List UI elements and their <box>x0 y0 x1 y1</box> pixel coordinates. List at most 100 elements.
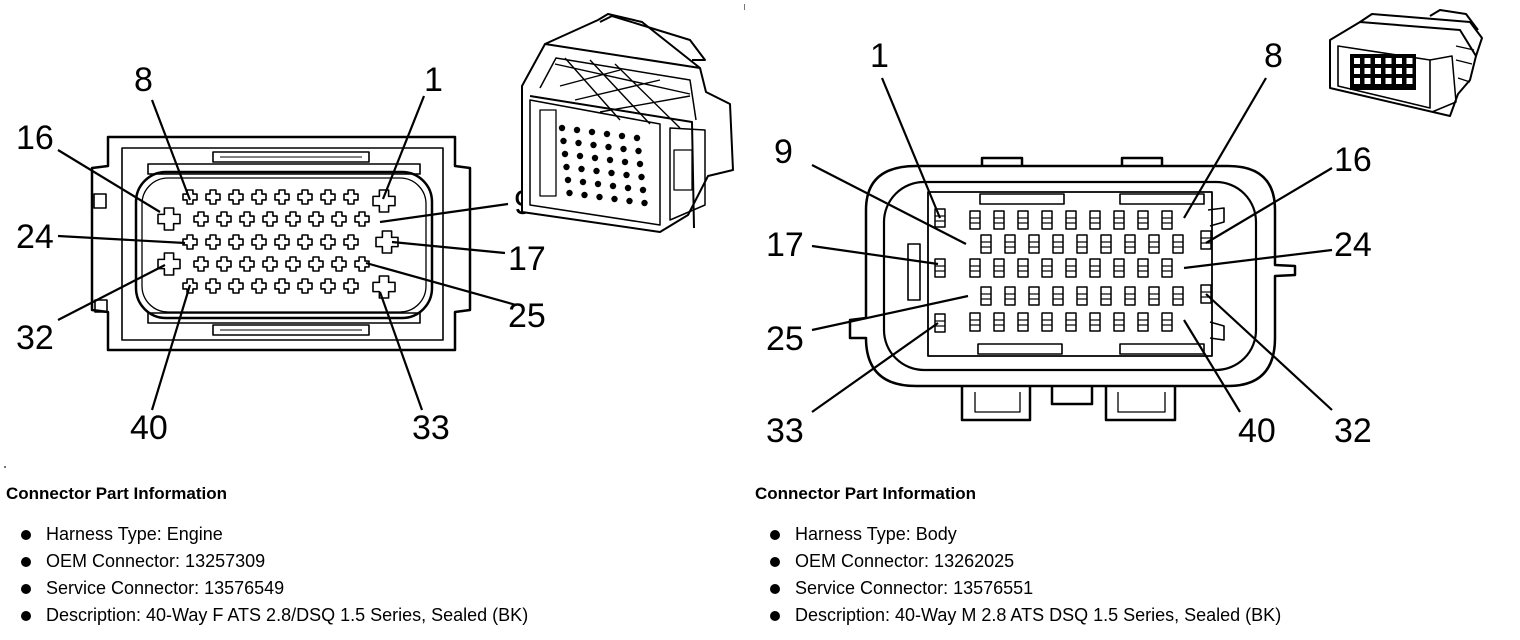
pin-label-25: 25 <box>766 320 804 358</box>
terminal-dot <box>573 126 581 134</box>
terminal-pin <box>1017 210 1029 230</box>
terminal-cavity-large <box>375 230 399 254</box>
pin-label-9: 9 <box>774 133 793 171</box>
terminal-cavity <box>297 189 313 205</box>
terminal-cavity <box>297 234 313 250</box>
terminal-dot <box>618 132 626 140</box>
terminal-dot <box>1364 68 1371 74</box>
terminal-dot <box>1406 58 1413 64</box>
terminal-dot <box>605 143 612 151</box>
terminal-cavity-large <box>157 252 181 276</box>
terminal-dot <box>1375 78 1381 84</box>
terminal-dot <box>635 147 642 155</box>
terminal-cavity <box>228 234 244 250</box>
terminal-pin <box>993 210 1005 230</box>
terminal-cavity-large <box>372 189 396 213</box>
terminal-pin <box>1172 286 1184 306</box>
info-title: Connector Part Information <box>6 484 228 503</box>
terminal-dot <box>638 173 645 181</box>
terminal-dot <box>639 186 647 194</box>
terminal-cavity <box>239 211 255 227</box>
terminal-pin-edge <box>934 258 946 278</box>
terminal-pin <box>1017 312 1029 332</box>
terminal-dot <box>560 137 567 145</box>
info-harness-type: Harness Type: Engine <box>6 521 706 548</box>
female-pin-labels: 8 1 16 9 24 17 32 25 40 33 <box>16 61 546 447</box>
terminal-cavity <box>193 211 209 227</box>
terminal-dot <box>620 145 627 153</box>
terminal-pin <box>1076 234 1088 254</box>
terminal-dot <box>633 134 641 142</box>
terminal-pin <box>1172 234 1184 254</box>
pin-label-33: 33 <box>412 409 450 447</box>
terminal-dot <box>581 191 588 199</box>
pin-label-32: 32 <box>1334 412 1372 450</box>
female-connector-isometric <box>521 13 734 233</box>
terminal-cavity <box>205 278 221 294</box>
terminal-pin <box>1089 210 1101 230</box>
corner-mark <box>4 466 6 468</box>
terminal-pin <box>1052 286 1064 306</box>
section-divider <box>744 4 745 10</box>
terminal-cavity <box>354 211 370 227</box>
terminal-pin <box>1065 312 1077 332</box>
terminal-pin <box>980 286 992 306</box>
terminal-cavity <box>205 234 221 250</box>
terminal-dot <box>563 163 570 171</box>
pin-label-8: 8 <box>134 61 153 99</box>
bullet-icon <box>770 584 780 594</box>
terminal-pin <box>1089 258 1101 278</box>
terminal-dot <box>558 124 566 132</box>
info-oem-connector: OEM Connector: 13257309 <box>6 548 706 575</box>
terminal-dot <box>1385 68 1392 74</box>
terminal-pin <box>1100 234 1112 254</box>
terminal-cavity <box>274 278 290 294</box>
male-pin-labels: 1 8 9 16 17 24 25 33 40 32 <box>766 37 1372 450</box>
terminal-dot <box>596 193 603 201</box>
terminal-dot <box>1354 78 1360 84</box>
info-description: Description: 40-Way F ATS 2.8/DSQ 1.5 Se… <box>6 602 706 629</box>
terminal-pin <box>980 234 992 254</box>
terminal-dot <box>636 160 644 168</box>
terminal-cavity <box>354 256 370 272</box>
terminal-dot <box>1364 58 1371 64</box>
terminal-dot <box>588 128 596 136</box>
terminal-dot <box>624 184 632 192</box>
terminal-cavity <box>320 278 336 294</box>
male-connector-face <box>848 156 1297 422</box>
terminal-pin <box>1028 234 1040 254</box>
info-description: Description: 40-Way M 2.8 ATS DSQ 1.5 Se… <box>755 602 1455 629</box>
terminal-dot <box>575 139 582 147</box>
pin-label-16: 16 <box>1334 141 1372 179</box>
info-service-connector: Service Connector: 13576549 <box>6 575 706 602</box>
terminal-cavity <box>343 234 359 250</box>
male-connector-info: Connector Part Information Harness Type:… <box>755 484 1455 629</box>
terminal-pin <box>1100 286 1112 306</box>
terminal-cavity <box>285 256 301 272</box>
male-connector-isometric <box>1329 9 1483 117</box>
terminal-pin <box>969 312 981 332</box>
info-oem-connector: OEM Connector: 13262025 <box>755 548 1455 575</box>
terminal-dot <box>641 199 648 207</box>
terminal-dot <box>623 171 630 179</box>
terminal-dot <box>1364 78 1371 84</box>
terminal-dot <box>609 182 617 190</box>
terminal-pin <box>1161 210 1173 230</box>
terminal-pin <box>969 210 981 230</box>
terminal-cavity <box>182 234 198 250</box>
terminal-pin <box>1148 234 1160 254</box>
terminal-pin <box>993 312 1005 332</box>
terminal-cavity <box>216 256 232 272</box>
info-list: Harness Type: Body OEM Connector: 132620… <box>755 521 1455 629</box>
terminal-pin <box>1161 312 1173 332</box>
terminal-cavity <box>216 211 232 227</box>
terminal-pin <box>1113 258 1125 278</box>
terminal-cavity <box>274 234 290 250</box>
terminal-cavity <box>262 211 278 227</box>
terminal-dot <box>1406 68 1413 74</box>
info-title: Connector Part Information <box>755 484 977 503</box>
terminal-cavity <box>193 256 209 272</box>
terminal-dot <box>1406 78 1413 84</box>
terminal-dot <box>594 180 602 188</box>
terminal-pin <box>1148 286 1160 306</box>
